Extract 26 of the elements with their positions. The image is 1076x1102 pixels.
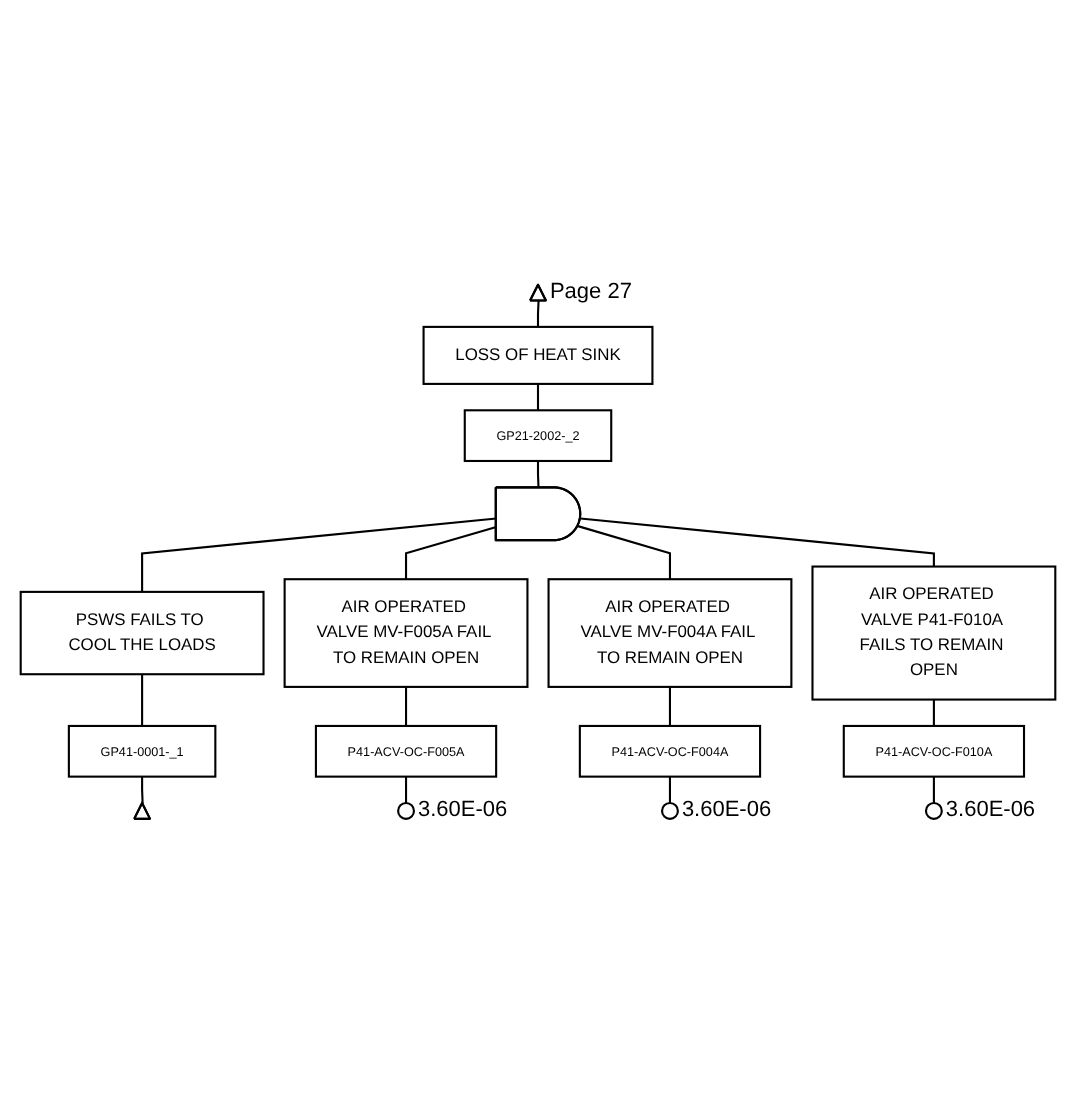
connector: [141, 516, 497, 592]
node-circle: [924, 801, 943, 820]
connector: [668, 775, 671, 803]
connector: [405, 686, 408, 726]
connector: [536, 383, 540, 410]
node-box: AIR OPERATED VALVE MV-F005A FAIL TO REMAIN OPEN: [283, 577, 529, 688]
connector: [932, 698, 935, 726]
beside-text: 3.60E-06: [945, 798, 1036, 823]
connector: [536, 460, 540, 488]
connector: [932, 775, 935, 803]
connector: [405, 775, 408, 803]
connector: [580, 516, 935, 566]
node-box: PSWS FAILS TO COOL THE LOADS: [19, 590, 265, 675]
node-circle: [661, 801, 679, 820]
connector: [668, 686, 671, 726]
connector: [141, 673, 144, 726]
beside-text: 3.60E-06: [681, 798, 772, 823]
connector: [577, 524, 671, 579]
connector: [405, 525, 497, 579]
node-box: LOSS OF HEAT SINK: [422, 325, 654, 385]
connector: [536, 300, 540, 327]
node-circle: [397, 801, 415, 820]
node-box: AIR OPERATED VALVE MV-F004A FAIL TO REMAIN OPEN: [547, 577, 793, 688]
beside-text: 3.60E-06: [417, 798, 508, 823]
connector: [141, 775, 144, 803]
node-box: AIR OPERATED VALVE P41-F010A FAILS TO REMAIN OPEN: [811, 564, 1057, 700]
